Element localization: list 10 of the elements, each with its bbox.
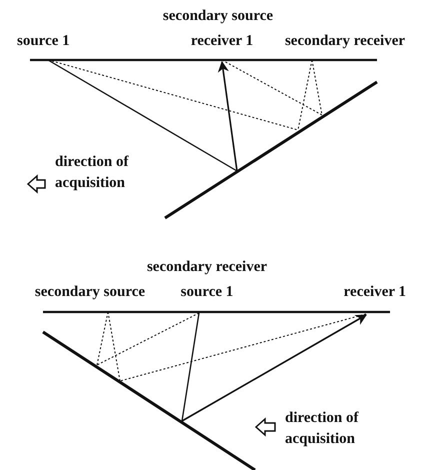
- point-label: secondary receiver: [146, 258, 268, 277]
- caption-text: direction of acquisition: [285, 409, 360, 449]
- point-label: secondary source: [34, 283, 146, 302]
- point-label: receiver 1: [190, 32, 254, 51]
- point-label: receiver 1: [344, 283, 406, 302]
- point-label: secondary source: [162, 7, 274, 26]
- point-label: source 1: [180, 283, 234, 302]
- point-label: secondary receiver: [284, 32, 406, 51]
- caption-text: direction of acquisition: [55, 153, 130, 193]
- point-label: source 1: [17, 32, 70, 51]
